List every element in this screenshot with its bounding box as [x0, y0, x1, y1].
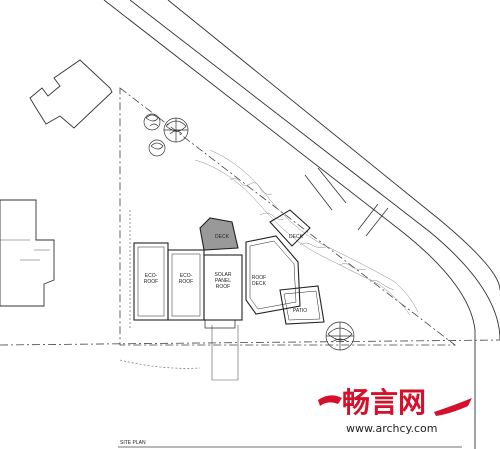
trees — [143, 113, 355, 351]
road-curb-lines — [103, 0, 500, 449]
label-eco-roof-2-line2: ROOF — [179, 279, 193, 285]
label-eco-roof-1-line1: ECO- — [145, 273, 158, 279]
label-roof-deck-line1: ROOF — [252, 275, 266, 281]
label-solar-line1: SOLAR — [215, 272, 232, 278]
caption-site-plan: SITE PLAN — [120, 440, 146, 446]
patio — [279, 285, 325, 325]
tree-icon — [148, 139, 166, 157]
neighbor-building-west — [0, 199, 55, 307]
label-solar-line2: PANEL — [215, 278, 231, 284]
label-deck-right: DECK — [289, 234, 304, 240]
stone-landscape — [194, 149, 419, 316]
label-solar-line3: ROOF — [216, 284, 230, 290]
label-patio: PATIO — [293, 308, 307, 314]
watermark-swoosh-left — [318, 395, 342, 406]
label-eco-roof-2-line1: ECO- — [180, 273, 193, 279]
deck-upper — [199, 217, 239, 251]
property-line — [0, 87, 500, 346]
watermark: 畅言网 www.archcy.com — [318, 386, 472, 435]
watermark-url: www.archcy.com — [346, 422, 438, 435]
label-roof-deck-line2: DECK — [252, 281, 267, 287]
neighbor-detail — [0, 239, 50, 261]
walkway — [119, 210, 239, 381]
roof-deck — [245, 235, 301, 315]
deck-right — [269, 209, 311, 247]
eco-roof-2 — [167, 249, 205, 321]
road-cross-lines — [304, 167, 389, 237]
house-footprint — [133, 209, 325, 329]
label-eco-roof-1-line2: ROOF — [144, 279, 158, 285]
neighbor-building-north — [29, 59, 113, 129]
watermark-chinese: 畅言网 — [342, 386, 426, 419]
label-deck-upper: DECK — [215, 234, 230, 240]
tree-icon — [143, 113, 161, 131]
watermark-swoosh-right — [434, 398, 472, 416]
